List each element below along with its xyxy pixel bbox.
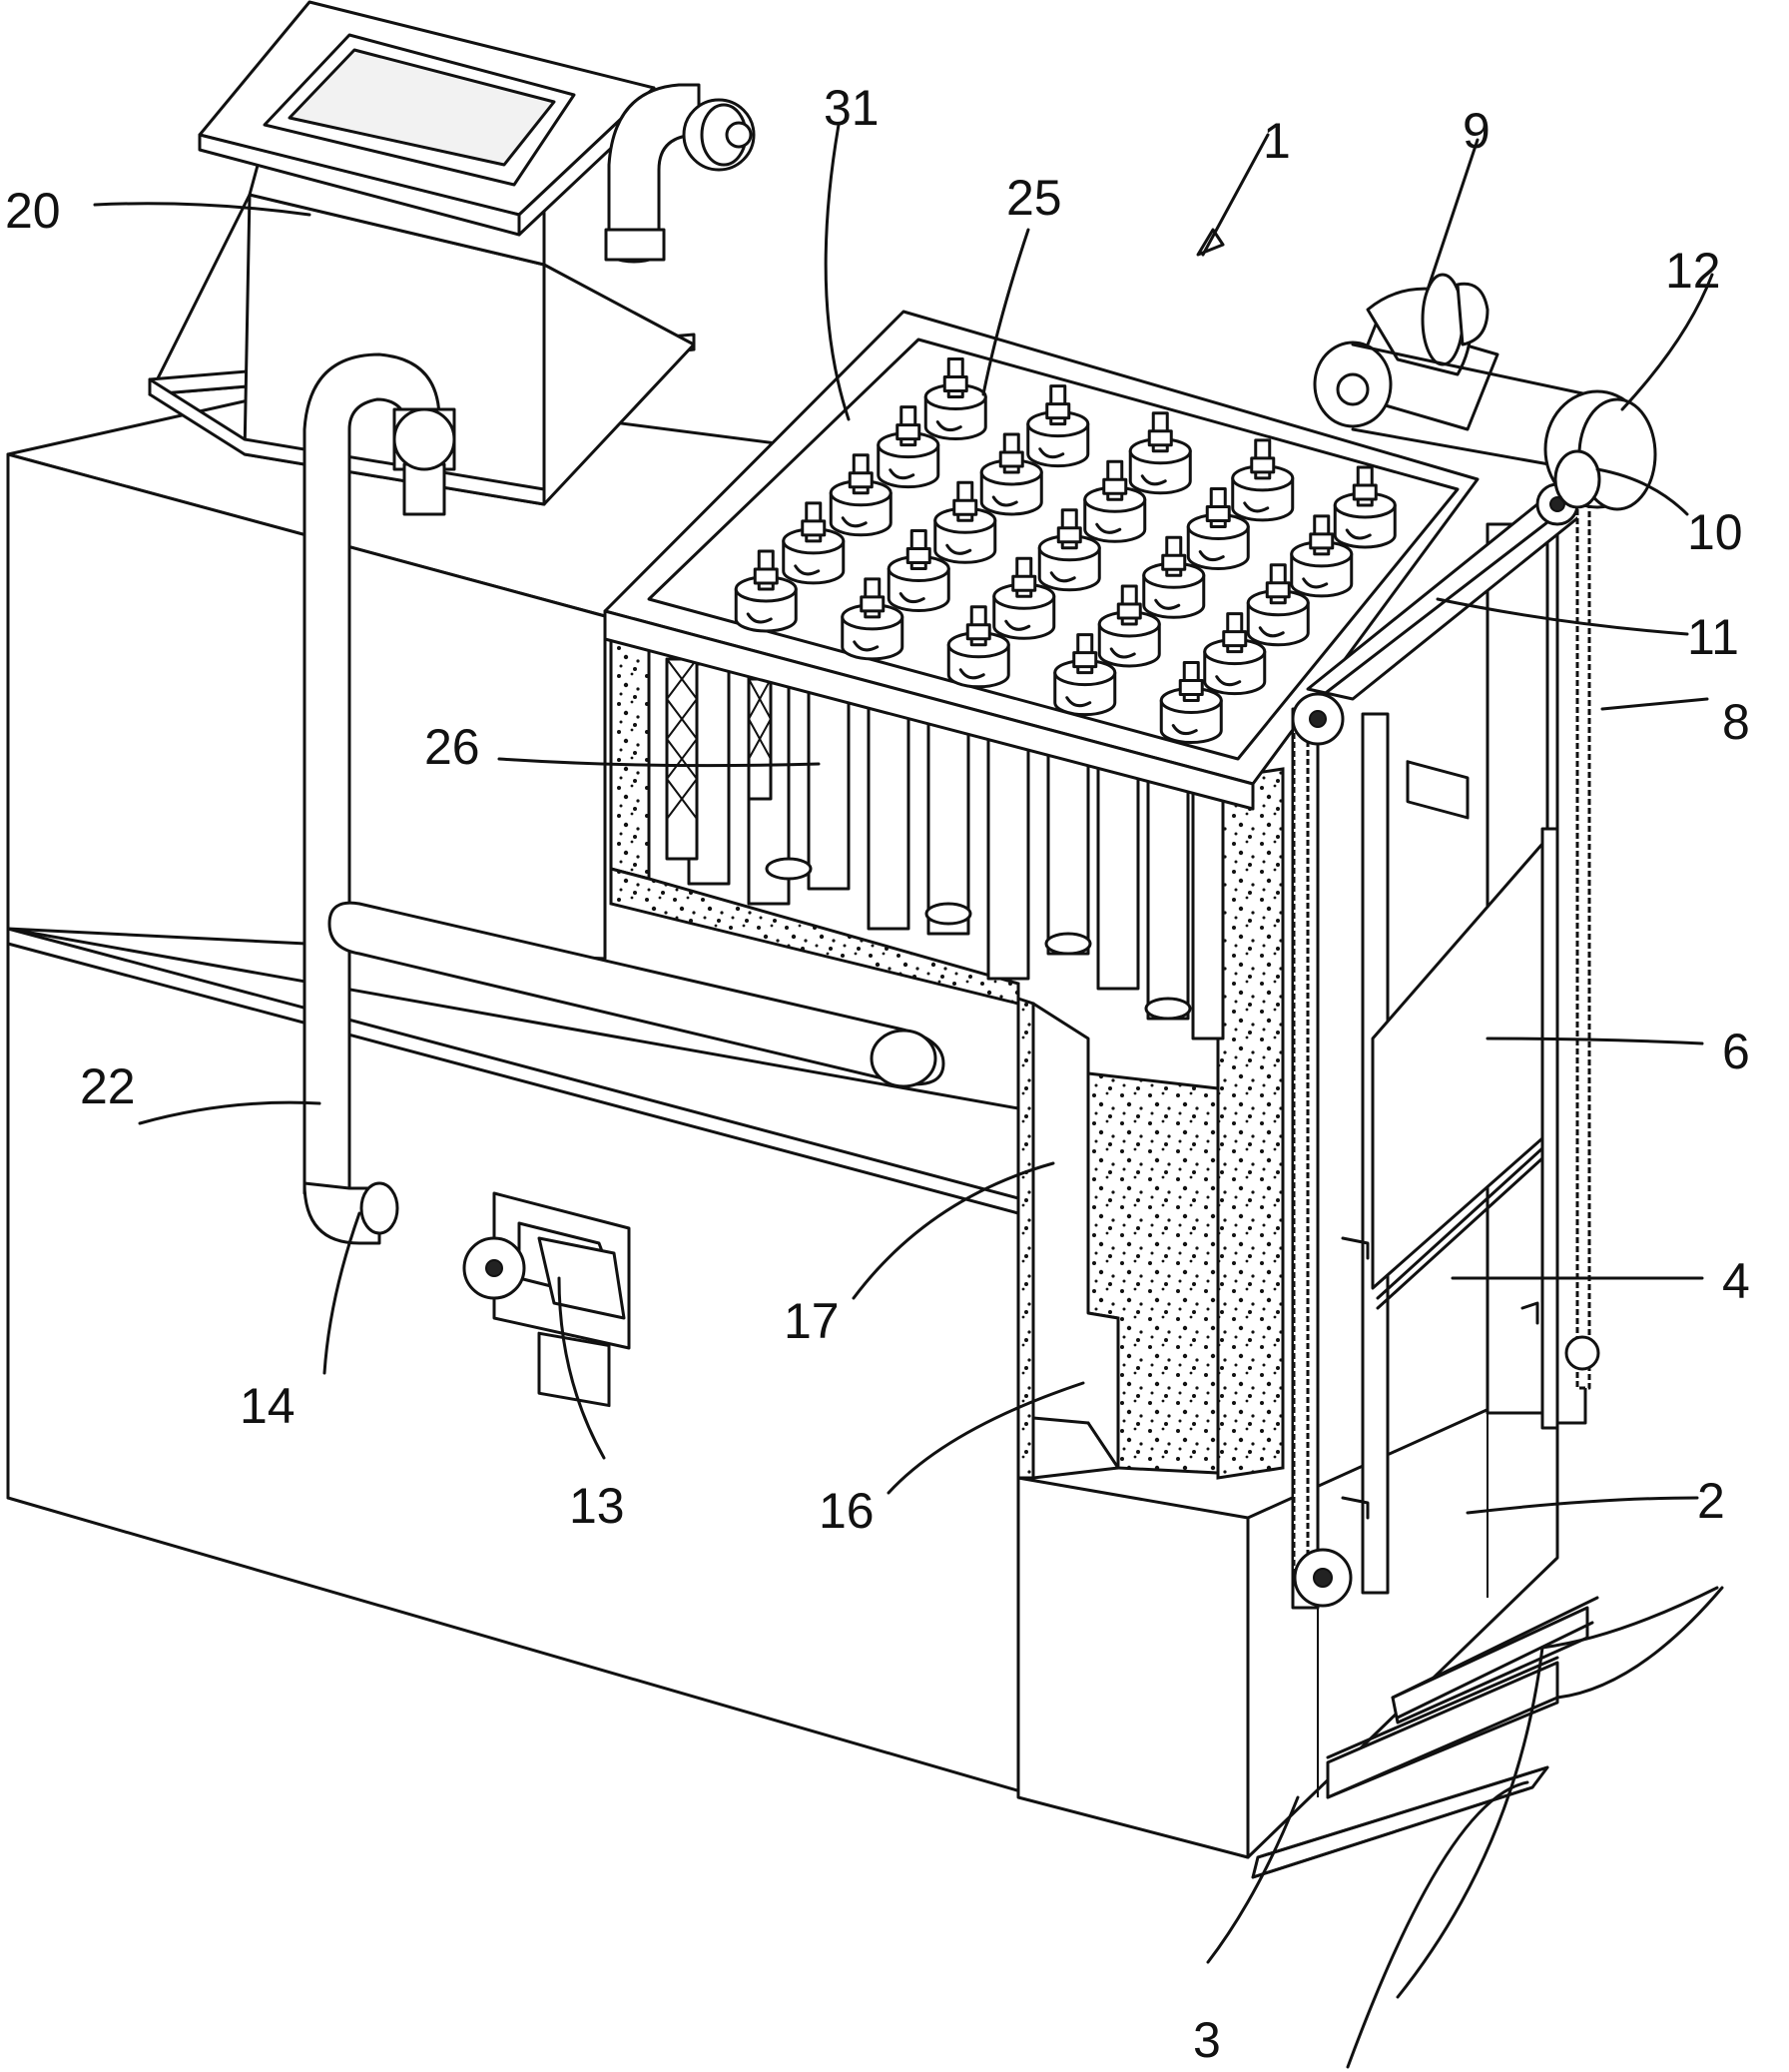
label-11: 11 [1687,609,1739,665]
label-25: 25 [1006,170,1062,226]
label-10: 10 [1687,504,1743,560]
label-14: 14 [240,1378,296,1434]
label-13: 13 [569,1478,625,1534]
label-26: 26 [424,719,480,775]
label-4: 4 [1722,1253,1750,1309]
label-31: 31 [824,80,880,136]
label-20: 20 [5,183,61,239]
label-8: 8 [1722,694,1750,750]
label-6: 6 [1722,1024,1750,1079]
label-22: 22 [80,1058,136,1114]
label-17: 17 [784,1293,840,1349]
label-12: 12 [1665,243,1721,299]
label-1: 1 [1263,113,1291,169]
label-3: 3 [1193,2012,1221,2068]
label-16: 16 [819,1483,875,1539]
label-2: 2 [1697,1473,1725,1529]
label-9: 9 [1463,103,1491,159]
